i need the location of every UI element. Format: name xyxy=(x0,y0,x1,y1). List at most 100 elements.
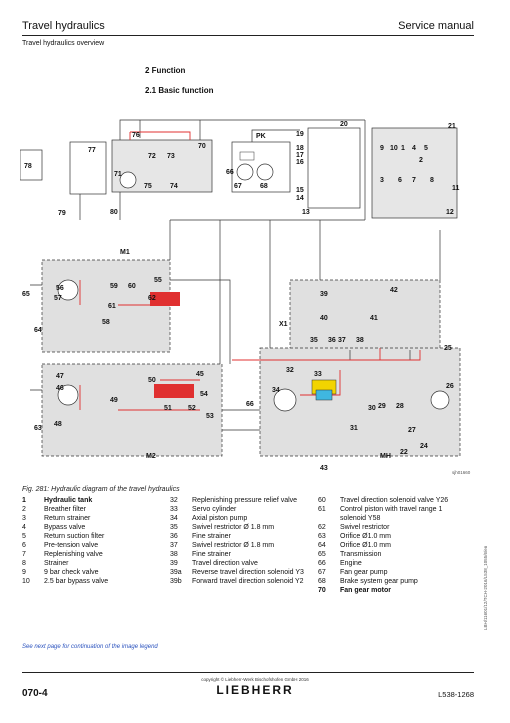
svg-text:6: 6 xyxy=(398,177,402,184)
legend-item-text: Axial piston pump xyxy=(192,515,248,522)
section-heading-function: 2 Function xyxy=(145,66,186,75)
travel-range-block-m1 xyxy=(41,259,171,353)
legend-item-number: 39b xyxy=(170,578,182,585)
legend-item-number: 1 xyxy=(22,497,26,504)
legend-item-text: Strainer xyxy=(44,560,69,567)
legend-item-text: Swivel restrictor Ø 1.8 mm xyxy=(192,524,275,531)
legend-item-number: 60 xyxy=(318,497,326,504)
legend-item: 60 Travel direction solenoid valve Y26 xyxy=(318,497,468,506)
legend-item-text: Fan gear pump xyxy=(340,568,388,576)
svg-text:MH: MH xyxy=(380,453,391,460)
svg-text:43: 43 xyxy=(320,465,328,470)
legend-item: 65 Transmission xyxy=(318,551,468,560)
figure-caption: Fig. 281: Hydraulic diagram of the trave… xyxy=(22,486,180,493)
svg-text:65: 65 xyxy=(22,291,30,298)
svg-text:M2: M2 xyxy=(146,453,156,460)
legend-item-text: Transmission xyxy=(340,550,382,558)
svg-text:18: 18 xyxy=(296,145,304,152)
legend-item-number: 32 xyxy=(170,497,178,504)
svg-text:79: 79 xyxy=(58,210,66,217)
svg-text:58: 58 xyxy=(102,319,110,326)
svg-text:61: 61 xyxy=(108,303,116,310)
svg-text:52: 52 xyxy=(188,405,196,412)
svg-text:45: 45 xyxy=(196,371,204,378)
figure-reference-code: sjh01660 xyxy=(452,470,471,475)
svg-text:10: 10 xyxy=(390,145,398,152)
legend-item-text: Return suction filter xyxy=(44,533,105,540)
legend-item-number: 65 xyxy=(318,550,326,558)
svg-text:46: 46 xyxy=(56,385,64,392)
legend-item-number: 64 xyxy=(318,541,326,549)
svg-text:47: 47 xyxy=(56,373,64,380)
travel-direction-valve-block xyxy=(289,279,441,351)
legend-item-number: 39 xyxy=(170,560,178,567)
svg-text:11: 11 xyxy=(452,185,460,192)
svg-text:5: 5 xyxy=(424,145,428,152)
svg-text:27: 27 xyxy=(408,427,416,434)
gear-pump-block xyxy=(231,141,291,193)
legend-item-text: 2.5 bar bypass valve xyxy=(44,578,109,585)
svg-text:37: 37 xyxy=(338,337,346,344)
svg-text:71: 71 xyxy=(114,171,122,178)
legend-item-text: Fan gear motor xyxy=(340,586,391,594)
svg-text:60: 60 xyxy=(128,283,136,290)
svg-text:66: 66 xyxy=(226,169,234,176)
svg-text:19: 19 xyxy=(296,131,304,138)
legend-item-text: Orifice Ø1.0 mm xyxy=(340,541,391,549)
svg-text:63: 63 xyxy=(34,425,42,432)
legend-item-text: Breather filter xyxy=(44,506,87,513)
svg-text:41: 41 xyxy=(370,315,378,322)
svg-text:72: 72 xyxy=(148,153,156,160)
legend-item-text: Control piston with travel range 1 solen… xyxy=(340,506,443,522)
legend-item-text: Brake system gear pump xyxy=(340,577,418,585)
svg-text:29: 29 xyxy=(378,403,386,410)
section-heading-basic-function: 2.1 Basic function xyxy=(145,86,214,95)
svg-text:X1: X1 xyxy=(279,321,288,328)
document-number: L538-1268 xyxy=(438,690,474,699)
legend-item: 64 Orifice Ø1.0 mm xyxy=(318,542,468,551)
svg-text:39: 39 xyxy=(320,291,328,298)
svg-text:16: 16 xyxy=(296,159,304,166)
legend-item-text: Replenishing valve xyxy=(44,551,103,558)
page-header-subtitle: Travel hydraulics overview xyxy=(22,40,105,47)
page-header-title: Travel hydraulics xyxy=(22,20,105,32)
tank-connector-block xyxy=(307,127,361,209)
svg-text:14: 14 xyxy=(296,195,304,202)
svg-text:34: 34 xyxy=(272,387,280,394)
svg-text:9: 9 xyxy=(380,145,384,152)
legend-item: 2 Breather filter xyxy=(22,506,162,515)
svg-text:80: 80 xyxy=(110,209,118,216)
legend-item-number: 62 xyxy=(318,523,326,531)
svg-text:35: 35 xyxy=(310,337,318,344)
svg-text:12: 12 xyxy=(446,209,454,216)
legend-item-text: Swivel restrictor xyxy=(340,523,390,531)
svg-text:76: 76 xyxy=(132,132,140,139)
svg-text:PK: PK xyxy=(256,133,266,140)
svg-text:62: 62 xyxy=(148,295,156,302)
svg-text:70: 70 xyxy=(198,143,206,150)
legend-item-number: 2 xyxy=(22,506,26,513)
svg-text:20: 20 xyxy=(340,121,348,128)
svg-text:64: 64 xyxy=(34,327,42,334)
svg-text:51: 51 xyxy=(164,405,172,412)
svg-text:22: 22 xyxy=(400,449,408,456)
header-divider xyxy=(22,35,474,36)
svg-text:28: 28 xyxy=(396,403,404,410)
legend-item-text: Travel direction solenoid valve Y26 xyxy=(340,497,449,504)
page-header-manual: Service manual xyxy=(398,20,474,32)
